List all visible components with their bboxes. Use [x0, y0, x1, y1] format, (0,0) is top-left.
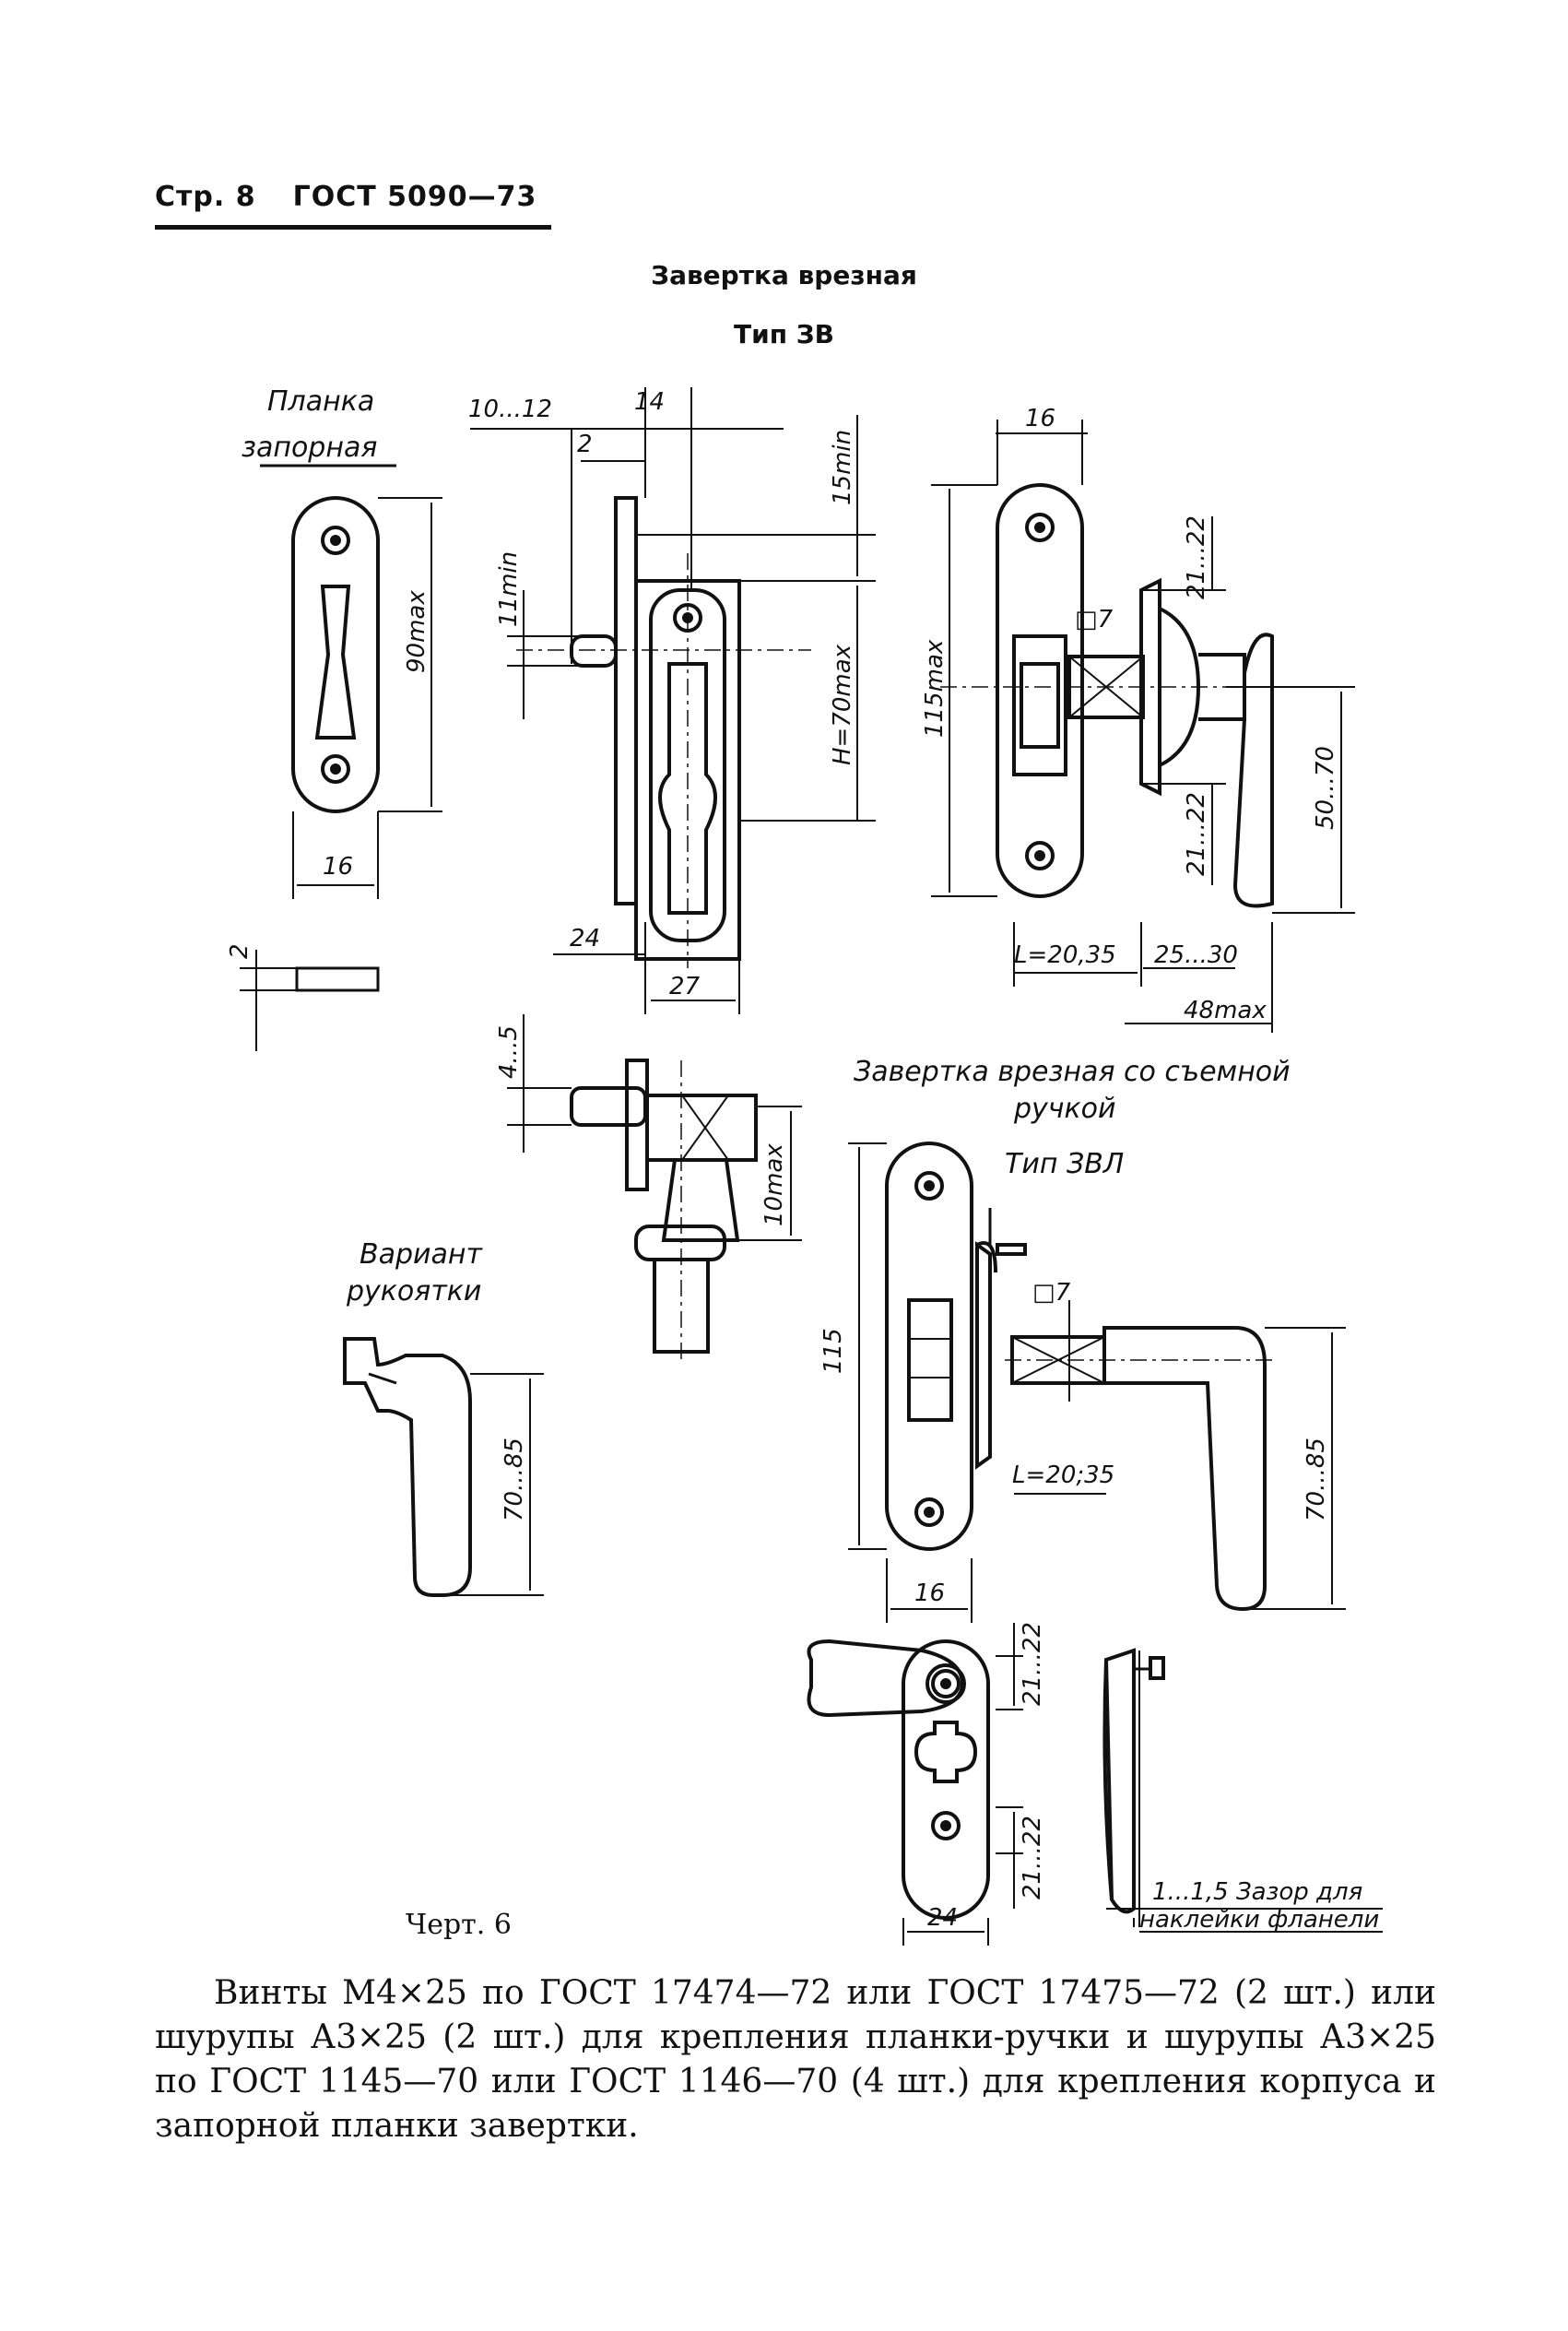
spindle-detail-drawing [507, 1014, 802, 1365]
dim-l2035b: L=20;35 [1012, 1461, 1114, 1489]
dim-sq7-b: □7 [1032, 1279, 1071, 1307]
dim-48max: 48max [1184, 997, 1267, 1024]
handle-plate-drawing [807, 1623, 1023, 1946]
dim-50-70: 50...70 [1312, 746, 1339, 830]
dim-16-top: 16 [1025, 405, 1055, 432]
drawing-type: Тип ЗВ [733, 319, 835, 349]
dim-21-22-b: 21...22 [1183, 792, 1210, 876]
latch-body-drawing [470, 387, 876, 1014]
dim-21-22-d: 21...22 [1019, 1816, 1046, 1899]
strike-plate-drawing [240, 464, 442, 1051]
dim-27: 27 [669, 973, 701, 1000]
dim-10-12: 10...12 [468, 396, 552, 423]
label-removable-title-1: Завертка врезная со съемной [854, 1056, 1291, 1088]
label-handle-variant-1: Вариант [360, 1238, 484, 1271]
label-removable-type: Тип ЗВЛ [1005, 1148, 1124, 1180]
removable-latch-front-drawing [848, 1142, 1346, 1623]
label-handle-variant-2: рукоятки [346, 1275, 481, 1307]
header-rule [155, 225, 551, 230]
dim-25-30: 25...30 [1154, 941, 1238, 969]
dim-70-85-b: 70...85 [1303, 1438, 1330, 1521]
dim-21-22-a: 21...22 [1183, 515, 1210, 599]
standard-number: ГОСТ 5090—73 [292, 181, 537, 213]
handle-variant-drawing [343, 1337, 544, 1597]
dim-15min: 15min [829, 430, 856, 505]
dim-sq7-a: □7 [1075, 606, 1114, 633]
drawing-title: Завертка врезная [651, 260, 917, 290]
dim-11min: 11min [495, 551, 523, 627]
dim-24-bottom: 24 [927, 1904, 958, 1932]
dim-4-5: 4...5 [495, 1025, 523, 1079]
dim-2-top: 2 [577, 431, 593, 458]
dim-70-85-a: 70...85 [501, 1438, 528, 1521]
dim-115max: 115max [921, 639, 949, 738]
dim-2-side: 2 [226, 943, 253, 959]
dim-115: 115 [819, 1328, 847, 1374]
dim-21-22-c: 21...22 [1019, 1622, 1046, 1706]
label-removable-title-2: ручкой [1013, 1093, 1116, 1125]
latch-front-drawing [931, 420, 1355, 1033]
dim-10max: 10max [760, 1143, 788, 1226]
dim-24: 24 [570, 925, 600, 953]
page-header: Стр. 8 ГОСТ 5090—73 [155, 181, 573, 213]
page-number: Стр. 8 [155, 181, 256, 213]
label-strike-plate-2: запорная [242, 432, 377, 464]
dim-16-plate: 16 [323, 853, 353, 881]
label-gap-note-1: 1...1,5 Зазор для [1152, 1878, 1362, 1906]
dim-14: 14 [634, 388, 665, 416]
label-gap-note-2: наклейки фланели [1139, 1906, 1379, 1934]
handle-plate-side-drawing [1102, 1648, 1383, 1933]
dim-90max: 90max [403, 590, 430, 673]
body-paragraph: Винты М4×25 по ГОСТ 17474—72 или ГОСТ 17… [155, 1974, 1436, 2145]
dim-l2035: L=20,35 [1014, 941, 1116, 969]
dim-h70max: H=70max [829, 644, 856, 765]
label-strike-plate-1: Планка [267, 385, 374, 418]
dim-16-bottom: 16 [914, 1580, 945, 1607]
figure-caption: Черт. 6 [406, 1909, 512, 1941]
